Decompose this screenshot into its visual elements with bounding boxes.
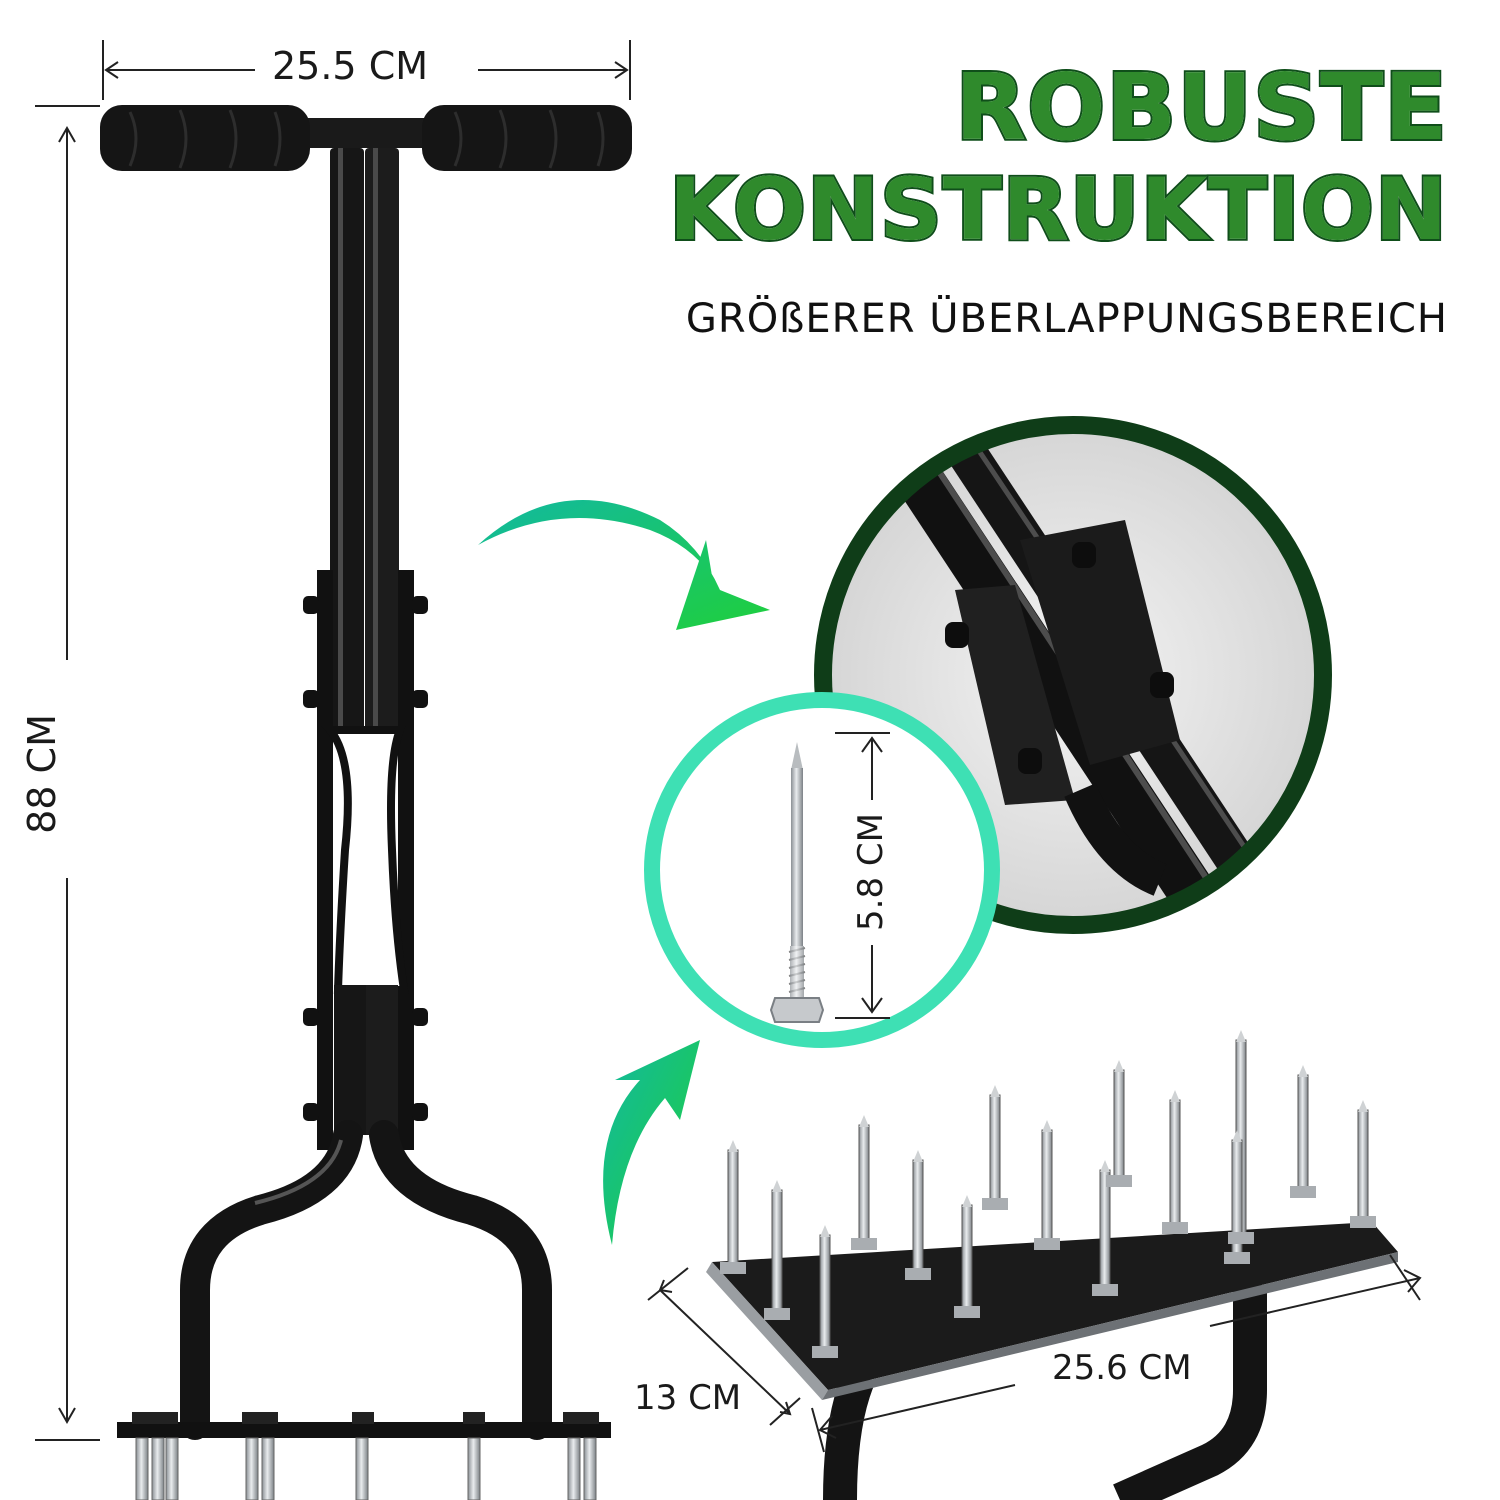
aerator-tool <box>100 105 632 1500</box>
total-height-dimension <box>35 105 100 1441</box>
spike-length-dimension <box>835 732 890 1019</box>
spike-detail-inset <box>644 692 1000 1048</box>
spike-length-label: 5.8 CM <box>850 813 891 931</box>
handle-width-label: 25.5 CM <box>262 44 439 88</box>
subheadline: GRÖßERER ÜBERLAPPUNGSBEREICH <box>685 296 1448 342</box>
handle-grip-left <box>100 105 310 171</box>
handle-width-dimension <box>102 40 631 100</box>
plate-width-dimension <box>811 1254 1422 1453</box>
headline-line-1: ROBUSTE <box>953 54 1449 161</box>
plate-depth-dimension <box>647 1267 801 1426</box>
arrow-to-spike-detail-icon <box>603 1040 700 1245</box>
spike-icon <box>769 742 825 1023</box>
arrow-to-joint-detail-icon <box>478 500 770 630</box>
total-height-label: 88 CM <box>19 704 64 844</box>
spike-plate <box>706 1030 1398 1500</box>
plate-spikes <box>727 1039 1369 1356</box>
handle-grip-right <box>422 105 632 171</box>
plate-depth-label: 13 CM <box>624 1378 752 1418</box>
headline-line-2: KONSTRUKTION <box>667 158 1449 262</box>
plate-width-label: 25.6 CM <box>1052 1348 1192 1388</box>
